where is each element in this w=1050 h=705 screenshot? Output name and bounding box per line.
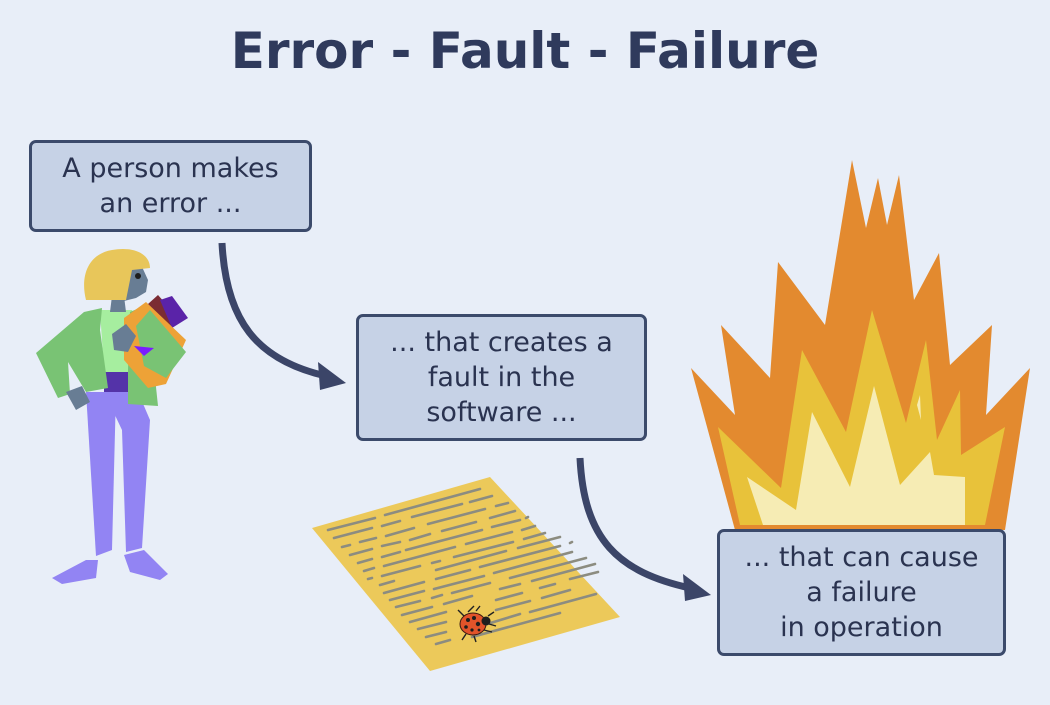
ladybug-icon — [457, 605, 497, 643]
person-illustration — [36, 248, 188, 584]
step-failure-line-1: ... that can cause — [744, 542, 979, 573]
step-fault-line-2: fault in the — [427, 362, 576, 393]
person-hand-left — [66, 386, 90, 410]
step-fault-line-3: software ... — [426, 397, 577, 428]
step-failure-box: ... that can cause a failure in operatio… — [717, 529, 1006, 656]
person-hair — [84, 248, 150, 300]
step-failure-line-2: a failure — [806, 577, 917, 608]
person-hand-right — [112, 324, 136, 352]
fire-spark — [917, 395, 921, 420]
arrow-fault-to-failure — [576, 457, 711, 601]
document-purple — [160, 296, 188, 328]
step-fault-box: ... that creates a fault in the software… — [356, 314, 647, 441]
document-violet-tab — [134, 346, 154, 356]
person-shoe-right — [124, 550, 168, 580]
person-glasses — [135, 273, 141, 279]
fire-illustration — [691, 160, 1030, 530]
step-error-line-2: an error ... — [99, 188, 242, 219]
document-text-lines — [326, 487, 600, 646]
step-fault-line-1: ... that creates a — [390, 327, 613, 358]
person-belt — [104, 372, 134, 392]
person-shoe-left — [52, 560, 98, 584]
document-green-folder — [136, 310, 186, 378]
document-illustration — [312, 477, 620, 671]
arrow-error-to-fault — [218, 242, 346, 390]
fire-inner-flame — [747, 386, 965, 525]
person-jacket — [36, 308, 108, 398]
step-error-line-1: A person makes — [62, 153, 279, 184]
step-failure-line-3: in operation — [780, 612, 943, 643]
paper-sheet — [312, 477, 620, 671]
step-error-box: A person makes an error ... — [29, 140, 312, 232]
person-leg-left — [86, 392, 116, 556]
page-title: Error - Fault - Failure — [230, 22, 820, 80]
person-leg-right — [104, 392, 150, 552]
